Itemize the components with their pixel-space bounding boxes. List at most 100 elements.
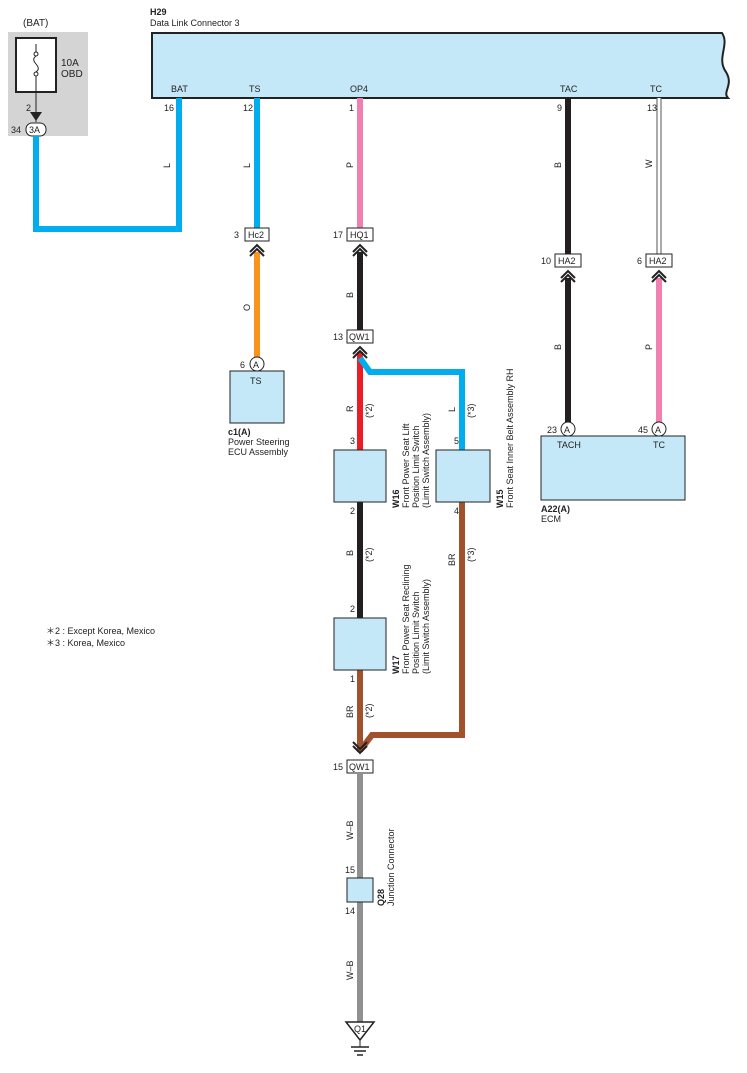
ecm-pin1-tag: A [564, 425, 570, 435]
q28-pin-top: 15 [345, 865, 355, 875]
connector-hq1-pin: 17 [333, 230, 343, 240]
ecm-name: ECM [541, 514, 561, 524]
w17-name-line2: Position Limit Switch [411, 591, 421, 674]
c1-ecu-box [229, 370, 285, 424]
wire-note-star2-r: (*2) [364, 403, 374, 418]
chevron-up-icon [352, 243, 368, 257]
wire-label-b-tac-lower: B [553, 344, 563, 350]
wire-note-star3-br: (*3) [466, 547, 476, 562]
w17-pin-bottom: 1 [350, 674, 355, 684]
w15-pin-bottom: 4 [454, 506, 459, 516]
connector-qw1-top-label: QW1 [349, 332, 370, 342]
wire-label-b-w16: B [345, 550, 355, 556]
legend-note-star2: ＊2 : Except Korea, Mexico [46, 626, 155, 636]
dlc-body [151, 32, 731, 99]
connector-ha2-tc-pin: 6 [637, 256, 642, 266]
connector-qw1-bottom-label: QW1 [349, 762, 370, 772]
w16-id: W16 [391, 489, 401, 508]
w17-name-line3: (Limit Switch Assembly) [421, 579, 431, 674]
w17-name-line1: Front Power Seat Reclining [401, 564, 411, 674]
dlc-pin-1: 1 [349, 103, 354, 113]
fuse-pin-top: 2 [26, 103, 31, 113]
fuse-supply-label: (BAT) [23, 18, 48, 29]
fuse-rating: 10A [61, 58, 79, 69]
q28-id: Q28 [376, 889, 386, 906]
chevron-up-icon [352, 345, 368, 359]
wire-label-p-tc: P [644, 344, 654, 350]
dlc-term-op4: OP4 [350, 84, 368, 94]
w16-name-line2: Position Limit Switch [411, 425, 421, 508]
wire-note-star2-br: (*2) [364, 703, 374, 718]
ecm-box [540, 435, 686, 501]
wire-label-wb-upper: W–B [345, 820, 355, 840]
ecm-term-tc: TC [653, 440, 665, 450]
w15-id: W15 [495, 489, 505, 508]
connector-hc2-pin: 3 [234, 230, 239, 240]
q28-name: Junction Connector [386, 828, 396, 906]
dlc-name: Data Link Connector 3 [150, 18, 240, 28]
wire-label-br-w17: BR [345, 705, 355, 718]
fuse-output-arrow-icon [30, 112, 42, 121]
chevron-down-icon [352, 741, 368, 755]
dlc-id: H29 [150, 7, 167, 17]
wire-brown-w15 [359, 502, 465, 750]
wire-label-l-w15: L [447, 407, 457, 412]
c1-name-line2: ECU Assembly [228, 447, 289, 457]
connector-hq1-label: HQ1 [350, 230, 369, 240]
wire-bat-blue [33, 98, 182, 232]
wire-label-r: R [345, 405, 355, 412]
w16-switch-box [333, 449, 387, 503]
connector-qw1-top-pin: 13 [333, 332, 343, 342]
connector-qw1-bottom [346, 741, 374, 774]
connector-ha2-tac-label: HA2 [558, 256, 576, 266]
connector-hc2-label: Hc2 [248, 230, 264, 240]
connector-qw1-top [346, 329, 374, 359]
chevron-up-icon [651, 269, 667, 283]
dlc-pin-16: 16 [164, 103, 174, 113]
ecm-term-tach: TACH [557, 440, 581, 450]
connector-ha2-tc [645, 253, 673, 283]
ecm-pin1-number: 23 [547, 425, 557, 435]
fuse-pin-left: 34 [11, 125, 21, 135]
wire-label-b-tac-upper: B [553, 162, 563, 168]
wire-label-w-tc: W [644, 159, 654, 168]
fuse-icon [33, 44, 39, 92]
connector-ha2-tac [554, 253, 582, 283]
wire-label-wb-lower: W–B [345, 960, 355, 980]
w16-name-line3: (Limit Switch Assembly) [421, 413, 431, 508]
dlc-pin-9: 9 [557, 103, 562, 113]
dlc-term-tac: TAC [560, 84, 578, 94]
ecm-pin2-tag: A [655, 425, 661, 435]
c1-pin-number: 6 [240, 360, 245, 370]
ecm-pin2-number: 45 [638, 425, 648, 435]
fuse-name: OBD [61, 69, 83, 80]
wire-label-p-op4: P [345, 162, 355, 168]
connector-qw1-bottom-pin: 15 [333, 762, 343, 772]
wire-label-br-w15: BR [447, 553, 457, 566]
legend-note-star3: ＊3 : Korea, Mexico [46, 638, 125, 648]
w16-pin-top: 3 [350, 436, 355, 446]
wire-blue-w15 [357, 356, 465, 450]
dlc-term-ts: TS [249, 84, 261, 94]
ecm-id: A22(A) [541, 504, 570, 514]
w17-switch-box [333, 617, 387, 671]
w15-pin-top: 5 [454, 436, 459, 446]
w17-pin-top: 2 [350, 604, 355, 614]
dlc-term-tc: TC [650, 84, 662, 94]
c1-id: c1(A) [228, 427, 251, 437]
connector-ha2-tac-pin: 10 [541, 256, 551, 266]
wire-note-star3-l: (*3) [466, 403, 476, 418]
ground-symbol-icon [351, 1040, 369, 1056]
chevron-up-icon [249, 243, 265, 257]
fuse-connector-label: 3A [29, 125, 40, 135]
connector-hq1 [346, 227, 374, 257]
wire-label-l-ts: L [242, 163, 252, 168]
dlc-pin-13: 13 [647, 103, 657, 113]
w15-name: Front Seat Inner Belt Assembly RH [505, 368, 515, 508]
q28-pin-bottom: 14 [345, 906, 355, 916]
q28-junction-box [346, 877, 374, 903]
wire-label-l-bat: L [162, 163, 172, 168]
ground-triangle-icon [344, 1021, 376, 1042]
w15-belt-box [435, 449, 491, 503]
